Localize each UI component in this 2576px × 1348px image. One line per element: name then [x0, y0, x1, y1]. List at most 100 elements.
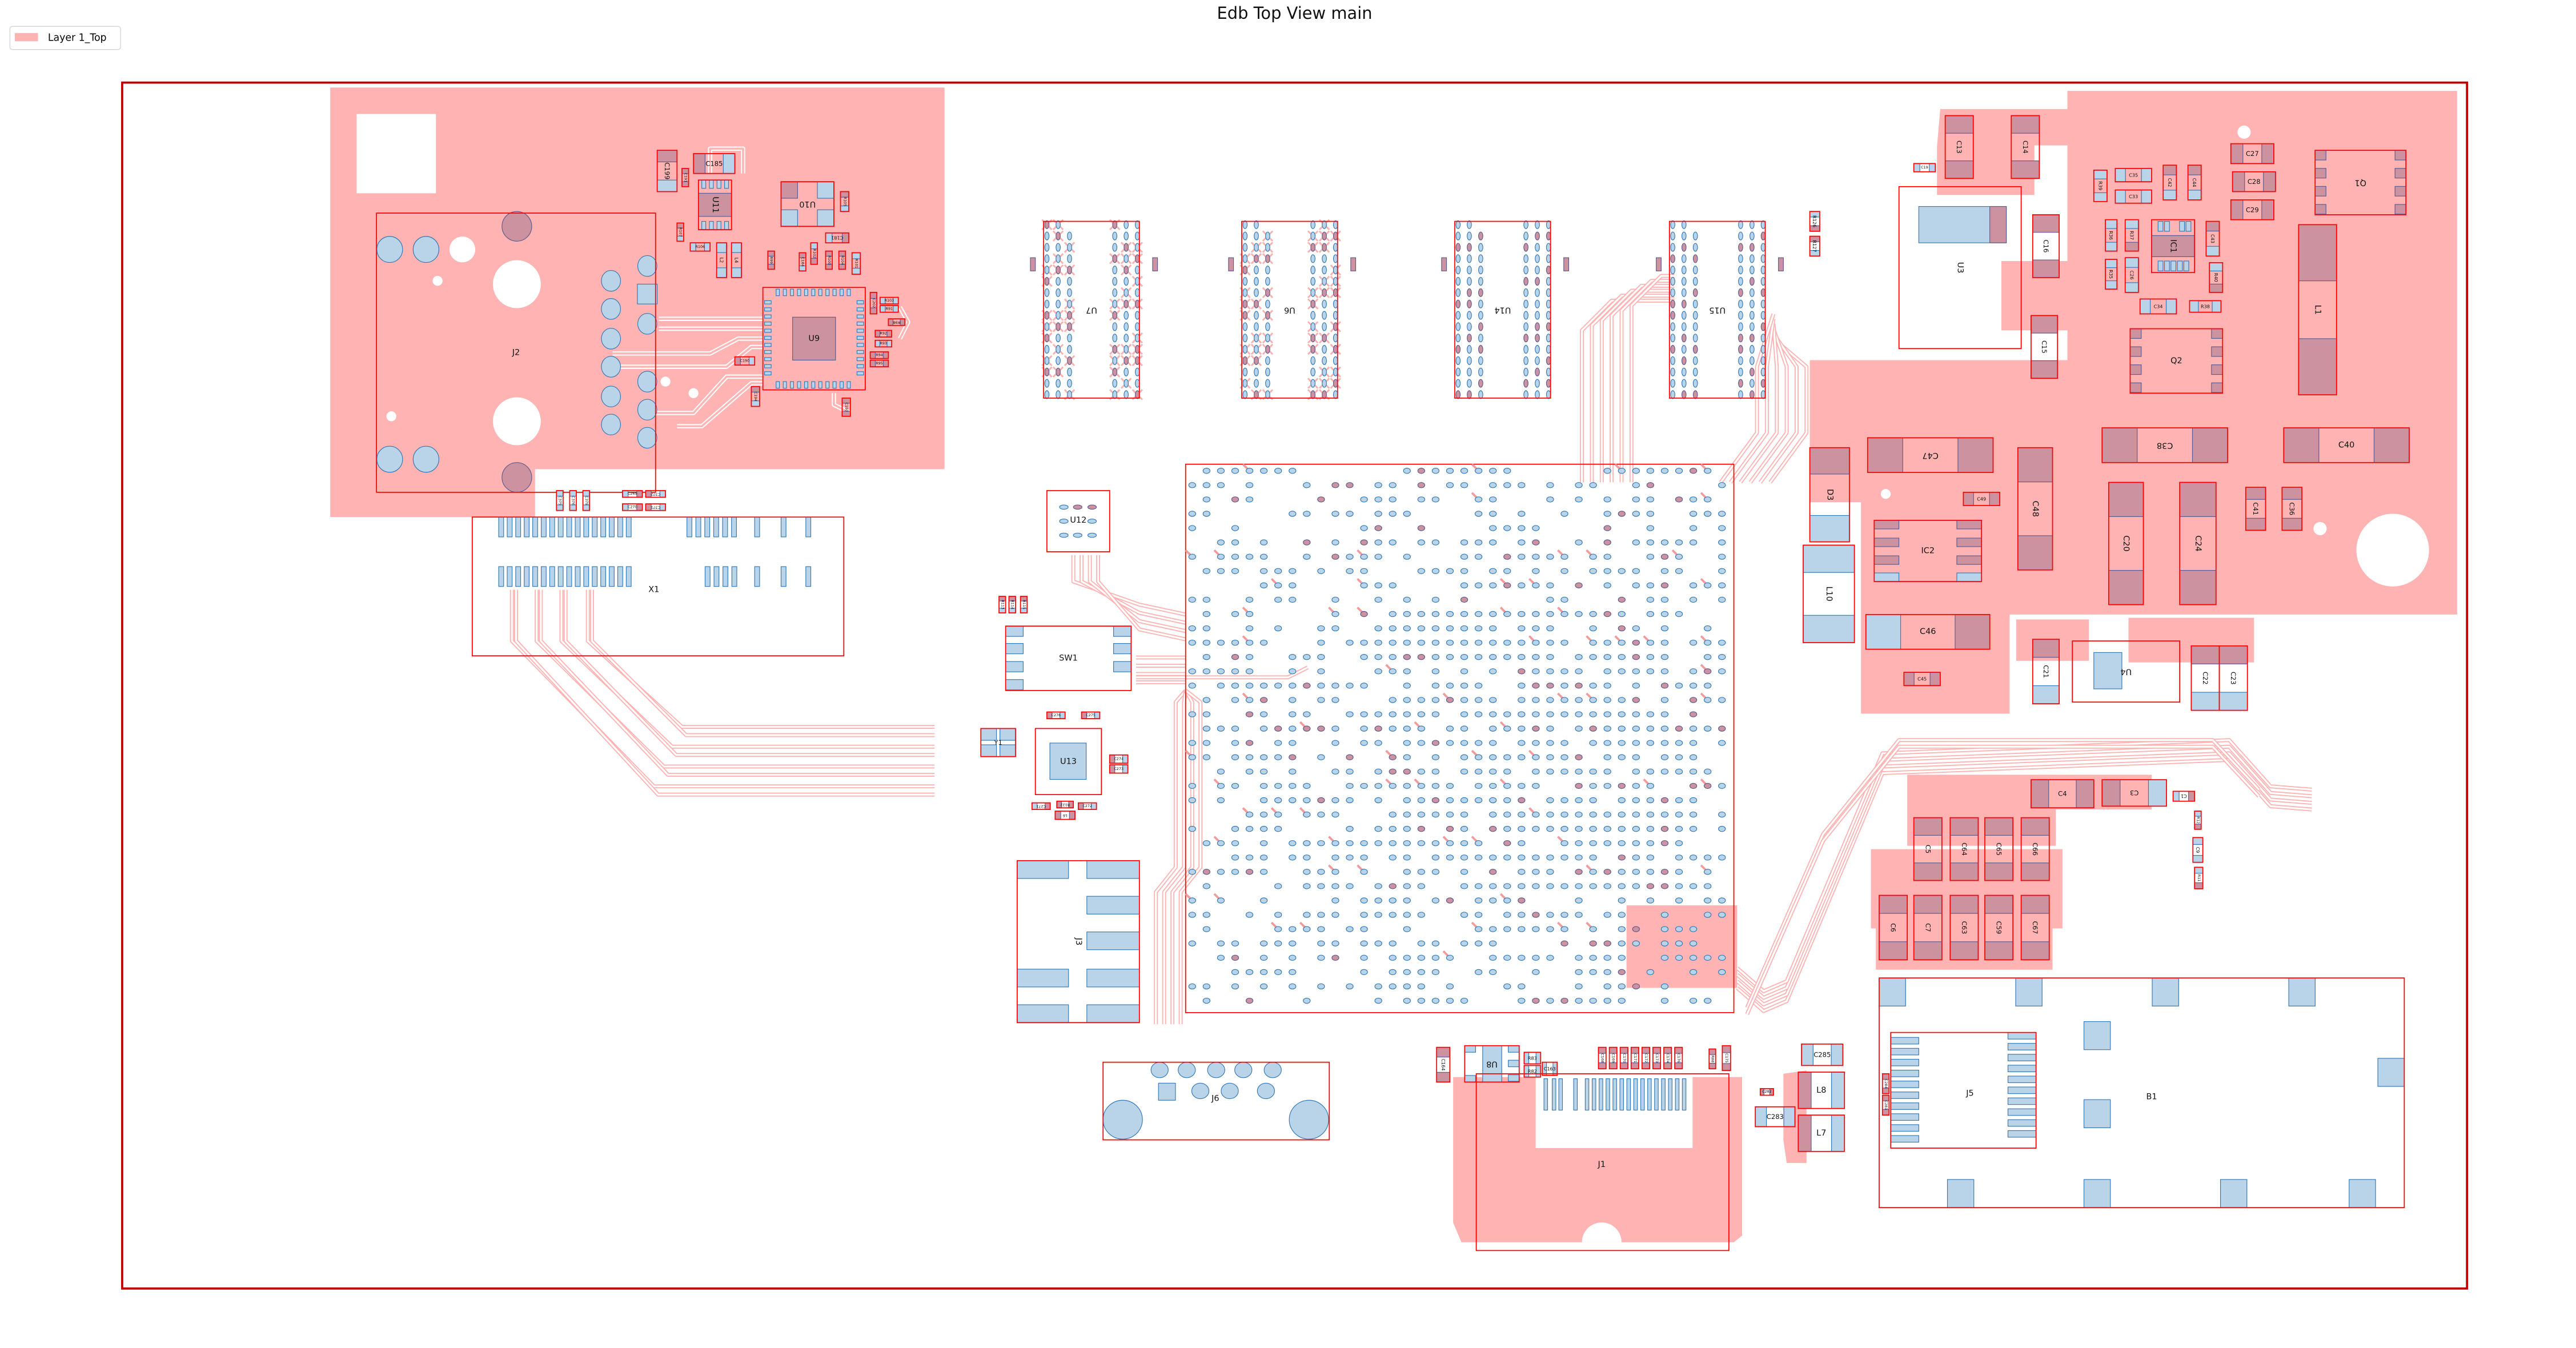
via [1374, 883, 1382, 889]
via [1322, 254, 1327, 263]
via [1750, 390, 1755, 399]
via [1455, 311, 1461, 320]
pad [2114, 190, 2126, 204]
via [1560, 683, 1568, 689]
component-c14: C14 [2011, 115, 2040, 179]
via [1374, 553, 1382, 560]
via [1056, 356, 1061, 365]
via [1535, 299, 1540, 308]
component-label: C23 [2229, 672, 2237, 685]
via [1675, 883, 1683, 889]
component-c172: C172 [1641, 1046, 1651, 1070]
via [1289, 468, 1297, 474]
component-label: J6 [1211, 1094, 1219, 1103]
via [1259, 568, 1268, 574]
via [1632, 768, 1640, 775]
pad [2314, 186, 2326, 196]
via [1603, 825, 1611, 832]
via [1560, 711, 1568, 717]
via [1259, 582, 1268, 589]
via [1431, 869, 1440, 875]
pad [856, 357, 864, 362]
via [1374, 511, 1382, 517]
via [1692, 311, 1698, 320]
via [1274, 725, 1282, 732]
via [1389, 983, 1397, 990]
via [1738, 379, 1743, 388]
component-outline [731, 242, 742, 278]
via [1446, 783, 1454, 789]
pad [869, 307, 877, 315]
pad [874, 330, 880, 338]
via [1360, 711, 1368, 717]
via [1532, 625, 1540, 632]
via [1535, 231, 1540, 240]
pin [1640, 1078, 1645, 1111]
via [1589, 825, 1597, 832]
via [1360, 940, 1368, 946]
via [1467, 299, 1472, 308]
via [1660, 740, 1669, 746]
via [1575, 654, 1583, 660]
via [1431, 768, 1440, 775]
via [1431, 683, 1440, 689]
via [1692, 231, 1698, 240]
via [1303, 725, 1311, 732]
via [1460, 725, 1468, 732]
component-c270: C270 [622, 503, 643, 511]
via [1675, 468, 1683, 474]
board-outline [121, 81, 2469, 1290]
pin [575, 516, 581, 537]
pad [637, 371, 657, 392]
via [1217, 668, 1225, 675]
via [1675, 740, 1683, 746]
pad [2011, 161, 2040, 179]
pad [1234, 1062, 1253, 1078]
via [1523, 379, 1528, 388]
pad [838, 263, 846, 270]
via [1124, 379, 1129, 388]
component-outline [1641, 1046, 1651, 1070]
via [1467, 334, 1472, 343]
via [1245, 611, 1254, 617]
via [1518, 611, 1526, 617]
via [1575, 869, 1583, 875]
via [1503, 711, 1511, 717]
pad [1598, 1047, 1607, 1054]
via [1646, 525, 1655, 531]
pad [825, 263, 833, 270]
via [1575, 954, 1583, 961]
component-label: C375 [558, 496, 562, 506]
pin [722, 516, 728, 537]
via [1589, 625, 1597, 632]
via [1188, 825, 1196, 832]
via [1403, 596, 1411, 603]
pad [1620, 1062, 1628, 1069]
via [1689, 969, 1698, 976]
component-label: R115 [1022, 600, 1026, 609]
via [1403, 983, 1411, 990]
via [1265, 367, 1270, 376]
component-c171: C171 [1630, 1046, 1639, 1070]
component-c271: C271 [1032, 802, 1051, 811]
via [1112, 379, 1118, 388]
via [1523, 231, 1528, 240]
via [1535, 277, 1540, 286]
component-label: U9 [808, 334, 820, 343]
pad [1955, 614, 1991, 650]
via [1692, 334, 1698, 343]
pad [2125, 219, 2139, 229]
via [1589, 568, 1597, 574]
pin [1558, 1078, 1563, 1111]
pad [2083, 1179, 2111, 1208]
via [1346, 825, 1354, 832]
via [1560, 697, 1568, 703]
component-label: R91 [886, 307, 893, 311]
pad [2015, 977, 2043, 1006]
via [1632, 797, 1640, 804]
pad [1722, 1063, 1731, 1071]
pin [2007, 1076, 2037, 1084]
via [1242, 220, 1248, 229]
via [1704, 783, 1712, 789]
via [1518, 725, 1526, 732]
